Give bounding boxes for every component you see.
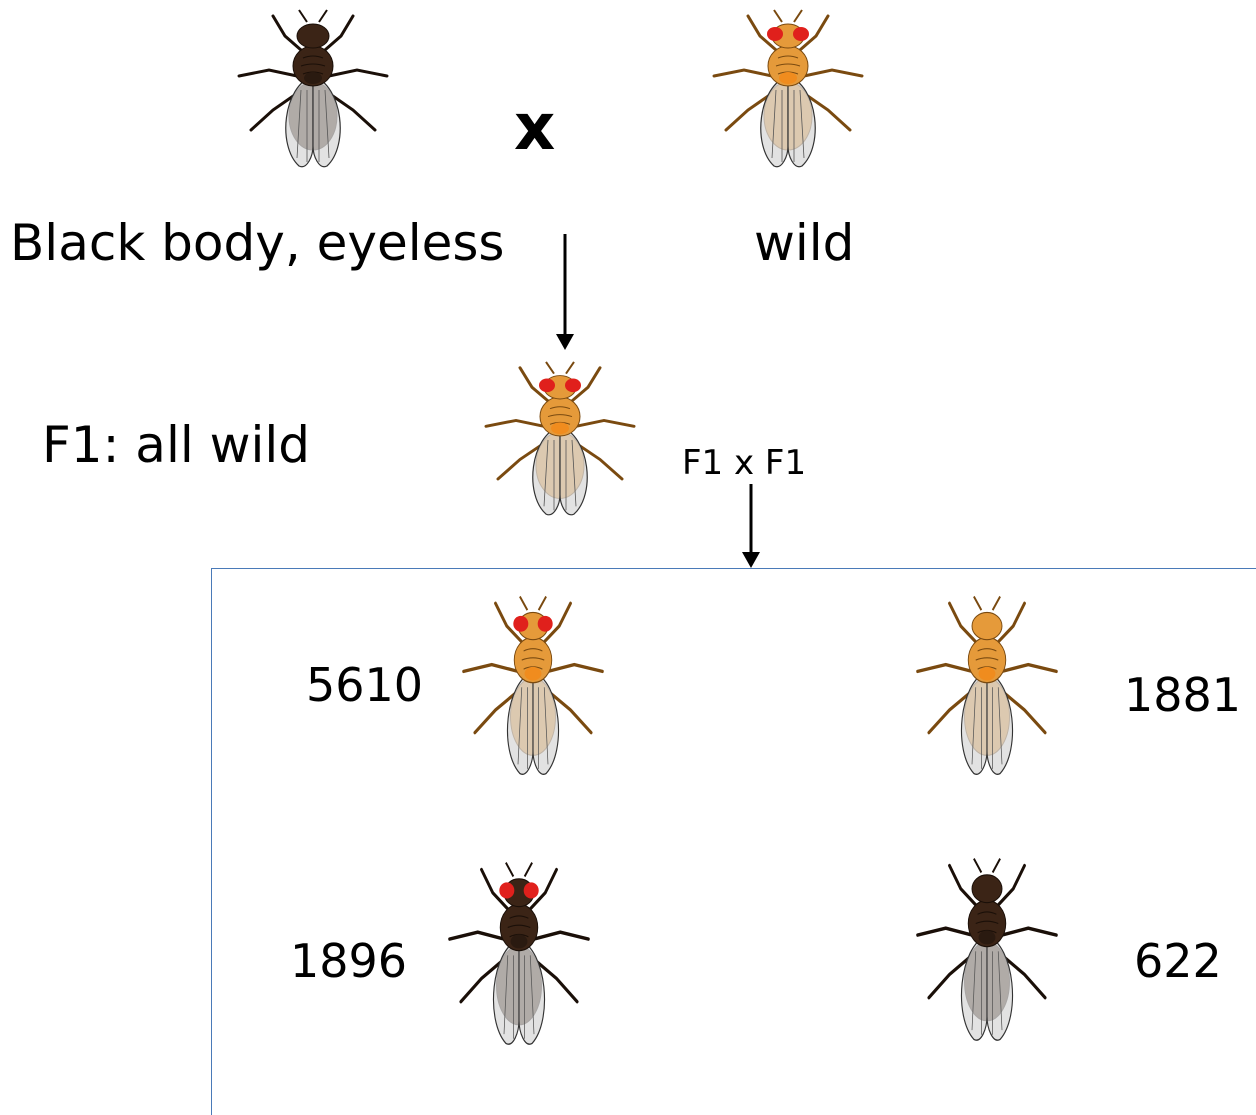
count-eyeless: 1881 xyxy=(1124,672,1241,718)
arrow-to-f2 xyxy=(740,484,762,570)
parent-left-label: Black body, eyeless xyxy=(10,218,504,268)
fly-f2-black xyxy=(444,858,594,1048)
cross-symbol: x xyxy=(514,96,555,160)
fly-wild-parent xyxy=(708,6,868,170)
count-black: 1896 xyxy=(290,938,407,984)
fly-black-eyeless-parent xyxy=(233,6,393,170)
parent-right-label: wild xyxy=(754,218,854,268)
f1-cross-label: F1 x F1 xyxy=(682,446,806,480)
fly-f2-eyeless xyxy=(912,592,1062,778)
count-wild: 5610 xyxy=(306,662,423,708)
arrow-to-f1 xyxy=(554,234,576,352)
f1-label: F1: all wild xyxy=(42,420,310,470)
f2-results-box xyxy=(211,568,1256,1115)
fly-f2-black-eyeless xyxy=(912,854,1062,1044)
fly-f2-wild xyxy=(458,592,608,778)
fly-f1-wild xyxy=(480,358,640,518)
count-black-eyeless: 622 xyxy=(1134,938,1222,984)
